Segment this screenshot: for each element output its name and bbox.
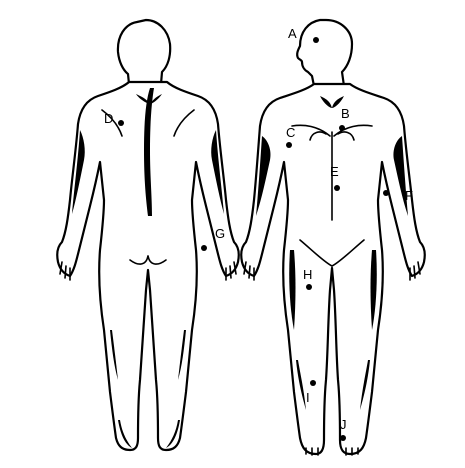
back-head — [118, 20, 170, 84]
label-d: D — [104, 111, 113, 126]
marker-dot-b — [339, 125, 345, 131]
label-i: I — [306, 390, 310, 405]
label-e: E — [330, 164, 339, 179]
front-body-outline — [241, 84, 425, 454]
back-view-figure — [57, 20, 239, 450]
marker-dot-f — [383, 190, 389, 196]
label-j: J — [340, 417, 347, 432]
marker-dot-d — [118, 120, 124, 126]
marker-dot-h — [306, 284, 312, 290]
marker-dot-j — [340, 435, 346, 441]
front-view-figure — [241, 20, 425, 455]
marker-dot-i — [310, 380, 316, 386]
marker-dot-g — [201, 245, 207, 251]
label-g: G — [215, 226, 225, 241]
label-c: C — [286, 125, 295, 140]
front-head — [297, 20, 352, 86]
label-b: B — [341, 106, 350, 121]
marker-dot-c — [286, 142, 292, 148]
marker-dot-a — [313, 37, 319, 43]
marker-dot-e — [334, 185, 340, 191]
label-a: A — [288, 26, 297, 41]
label-f: F — [405, 188, 413, 203]
label-h: H — [303, 267, 312, 282]
